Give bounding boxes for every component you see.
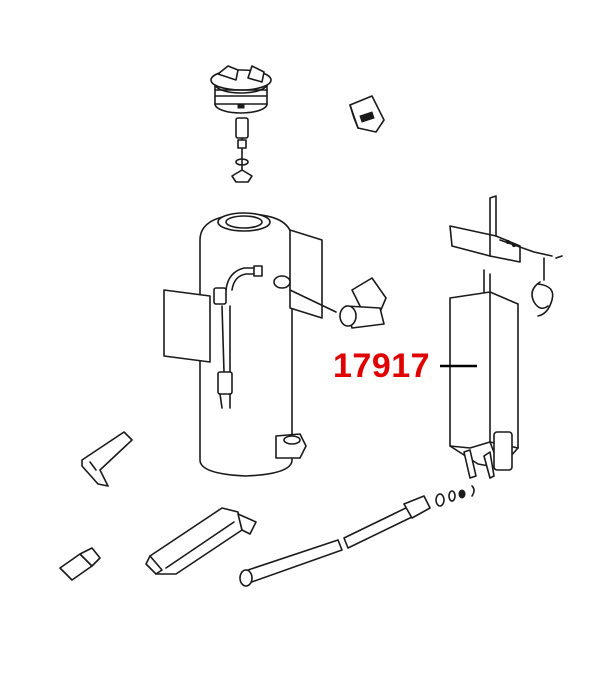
nozzle: [59, 547, 101, 581]
elbow-fitting: [339, 277, 387, 329]
hitch-pin-chain: [531, 255, 563, 317]
tank: [163, 212, 323, 477]
o-ring-set: [435, 485, 475, 507]
part-number-callout: 17917: [333, 347, 431, 385]
spray-wand: [239, 495, 431, 587]
pressure-valve: [231, 117, 253, 183]
shutoff-valve: [145, 507, 257, 575]
fill-cap: [210, 65, 272, 114]
storage-holder: [449, 269, 519, 479]
hose-assembly: [213, 265, 337, 409]
cap-clip: [349, 95, 385, 133]
bracket-hanger: [449, 195, 553, 263]
clamp-bracket: [81, 431, 133, 487]
